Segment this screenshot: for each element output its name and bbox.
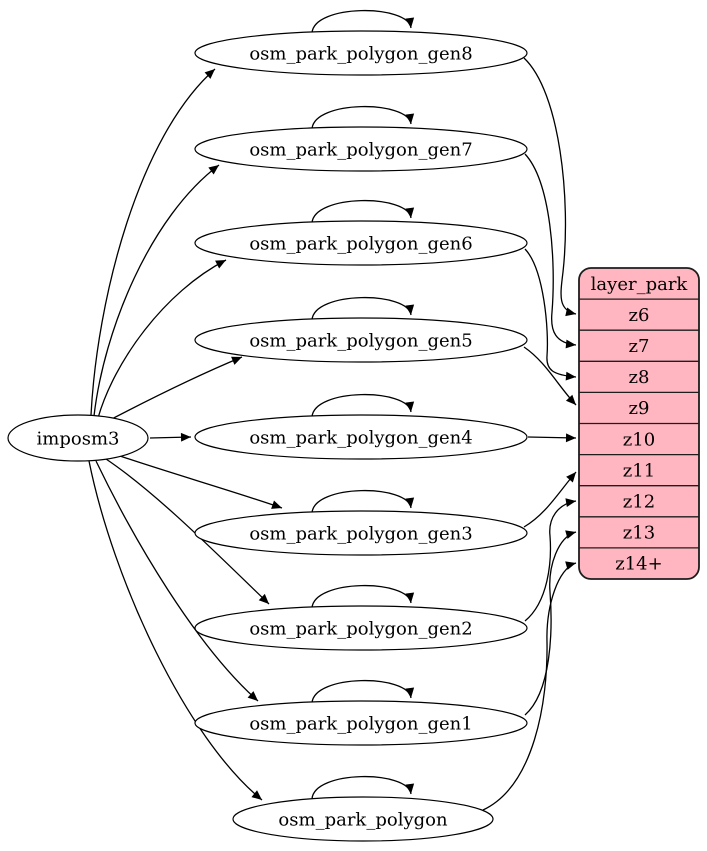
gen3-label: osm_park_polygon_gen3 bbox=[249, 523, 472, 544]
self-loop-gen5 bbox=[311, 296, 415, 321]
layer-row-label-z11: z11 bbox=[623, 460, 655, 481]
edge-gen8-z6 bbox=[523, 57, 577, 317]
imposm3-ellipse bbox=[7, 414, 149, 462]
node-osm-park-polygon-gen7: osm_park_polygon_gen7 bbox=[194, 126, 528, 172]
edge-polygon-z14 bbox=[482, 561, 577, 811]
self-loop-gen3 bbox=[311, 489, 415, 514]
gen3-ellipse bbox=[194, 510, 528, 556]
layer-row-label-z10: z10 bbox=[623, 429, 655, 450]
edge-imposm3-gen5 bbox=[103, 356, 243, 424]
gen8-label: osm_park_polygon_gen8 bbox=[249, 43, 472, 64]
self-loop-gen1 bbox=[311, 679, 415, 704]
layer-row-label-z7: z7 bbox=[629, 336, 650, 357]
gen4-label: osm_park_polygon_gen4 bbox=[249, 427, 472, 448]
edge-imposm3-gen7 bbox=[93, 164, 220, 417]
layer-row-label-z9: z9 bbox=[629, 398, 650, 419]
edges-to-layer-table bbox=[482, 57, 577, 811]
layer-row-label-z13: z13 bbox=[623, 523, 655, 544]
edge-gen5-z9 bbox=[523, 346, 577, 406]
gen1-ellipse bbox=[194, 700, 528, 746]
layer-park-title: layer_park bbox=[591, 274, 689, 295]
gen5-label: osm_park_polygon_gen5 bbox=[249, 330, 472, 351]
self-loop-gen8 bbox=[311, 9, 415, 34]
edge-gen7-z7 bbox=[524, 153, 577, 349]
gen6-ellipse bbox=[194, 220, 528, 266]
edge-imposm3-gen8 bbox=[90, 68, 216, 416]
gen2-label: osm_park_polygon_gen2 bbox=[249, 618, 472, 639]
self-loop-gen7 bbox=[311, 105, 415, 130]
polygon-label: osm_park_polygon bbox=[278, 809, 448, 830]
node-imposm3: imposm3 bbox=[7, 414, 149, 462]
gen7-ellipse bbox=[194, 126, 528, 172]
node-osm-park-polygon-gen4: osm_park_polygon_gen4 bbox=[194, 414, 528, 460]
self-loop-gen6 bbox=[311, 199, 415, 224]
gen1-label: osm_park_polygon_gen1 bbox=[249, 713, 472, 734]
edge-imposm3-gen1 bbox=[95, 460, 259, 702]
self-loop-edges bbox=[311, 9, 415, 800]
node-osm-park-polygon-gen5: osm_park_polygon_gen5 bbox=[194, 317, 528, 363]
layer-row-label-z6: z6 bbox=[629, 305, 650, 326]
layer-park-table: layer_park z6 z7 z8 z9 z10 z11 z12 z13 z… bbox=[578, 267, 700, 580]
node-osm-park-polygon-gen2: osm_park_polygon_gen2 bbox=[194, 605, 528, 651]
polygon-ellipse bbox=[232, 796, 494, 842]
imposm3-label: imposm3 bbox=[37, 428, 120, 449]
edge-imposm3-gen6 bbox=[97, 259, 227, 419]
self-loop-polygon bbox=[311, 775, 415, 800]
edge-gen2-z12 bbox=[524, 498, 577, 622]
node-osm-park-polygon-gen8: osm_park_polygon_gen8 bbox=[194, 30, 528, 76]
edges-from-source bbox=[88, 68, 283, 801]
layer-row-label-z14: z14+ bbox=[615, 554, 662, 575]
layer-row-label-z8: z8 bbox=[629, 367, 650, 388]
gen2-ellipse bbox=[194, 605, 528, 651]
edge-imposm3-gen2 bbox=[105, 458, 270, 605]
node-osm-park-polygon-gen6: osm_park_polygon_gen6 bbox=[194, 220, 528, 266]
gen4-ellipse bbox=[194, 414, 528, 460]
layer-row-label-z12: z12 bbox=[623, 492, 655, 513]
node-osm-park-polygon: osm_park_polygon bbox=[232, 796, 494, 842]
gen5-ellipse bbox=[194, 317, 528, 363]
edge-gen6-z8 bbox=[524, 248, 577, 381]
gen8-ellipse bbox=[194, 30, 528, 76]
gen6-label: osm_park_polygon_gen6 bbox=[249, 233, 472, 254]
edge-gen1-z13 bbox=[524, 530, 577, 716]
node-osm-park-polygon-gen3: osm_park_polygon_gen3 bbox=[194, 510, 528, 556]
gen7-label: osm_park_polygon_gen7 bbox=[249, 139, 472, 160]
edge-imposm3-gen3 bbox=[116, 454, 283, 509]
edge-gen3-z11 bbox=[523, 471, 577, 528]
self-loop-gen2 bbox=[311, 584, 415, 609]
self-loop-gen4 bbox=[311, 393, 415, 418]
layer-park-row-separators bbox=[579, 298, 699, 549]
edge-imposm3-polygon bbox=[88, 460, 263, 801]
edge-gen4-z10 bbox=[527, 433, 577, 443]
edge-imposm3-gen4 bbox=[149, 432, 192, 442]
node-osm-park-polygon-gen1: osm_park_polygon_gen1 bbox=[194, 700, 528, 746]
